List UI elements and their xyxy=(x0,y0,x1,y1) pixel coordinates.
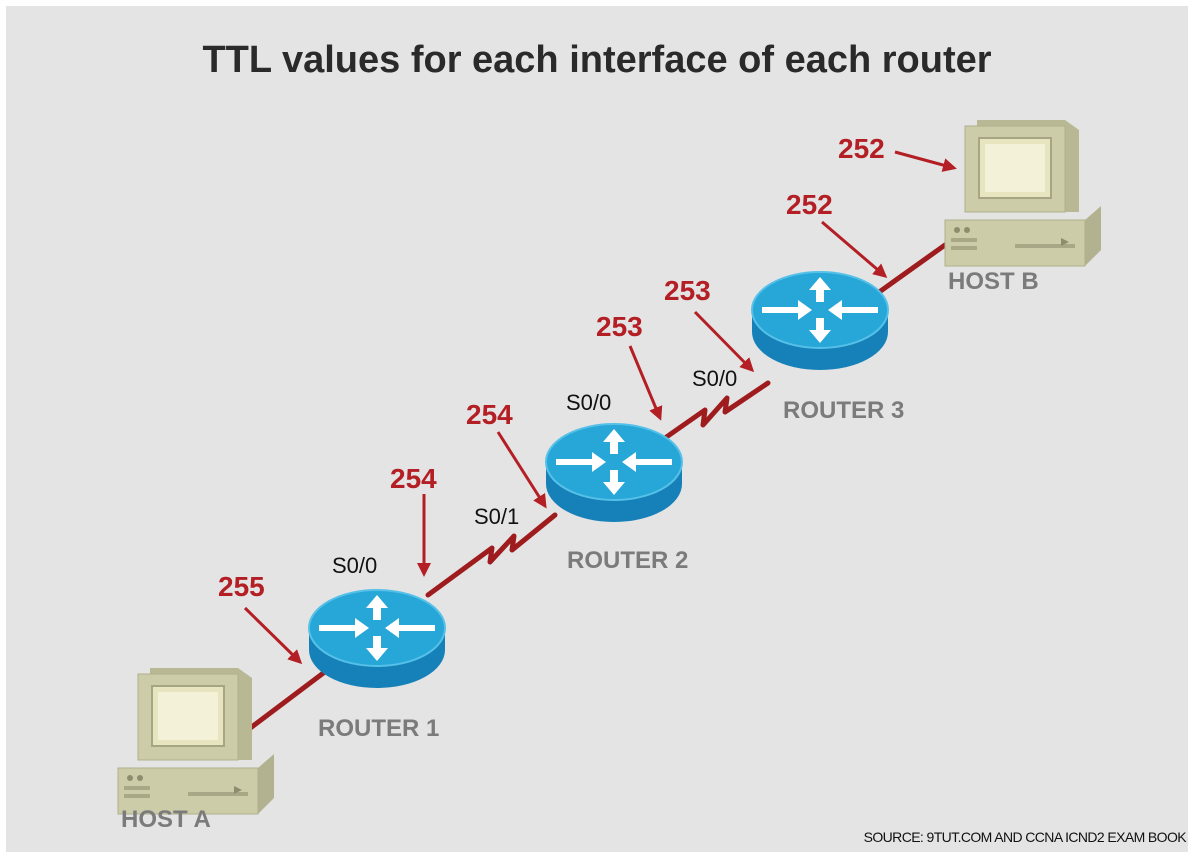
host-b-computer-icon xyxy=(944,119,1102,267)
ttl-router3-in: 253 xyxy=(664,275,711,306)
router-2-s0-0-label: S0/0 xyxy=(566,390,611,415)
ttl-router1-in: 255 xyxy=(218,571,265,602)
ttl-arrow-router3-out xyxy=(821,220,888,278)
ttl-arrow-router2-in xyxy=(496,431,547,509)
host-b-label: HOST B xyxy=(948,268,1039,295)
host-a-computer-icon xyxy=(117,667,275,815)
serial-link-router2-router3 xyxy=(652,380,771,448)
router-3-s0-0-label: S0/0 xyxy=(692,366,737,391)
router-2-s0-1-label: S0/1 xyxy=(474,504,519,529)
host-a-label: HOST A xyxy=(121,806,211,833)
link-hosta-router1 xyxy=(242,665,333,735)
network-links xyxy=(242,242,948,735)
router-1-icon xyxy=(308,589,446,689)
router-1-s0-0-label: S0/0 xyxy=(332,553,377,578)
router-3-label: ROUTER 3 xyxy=(783,397,904,424)
ttl-arrows xyxy=(243,150,957,665)
ttl-router2-in: 254 xyxy=(466,399,513,430)
ttl-arrow-router3-in xyxy=(693,310,755,373)
router-2-icon xyxy=(545,423,683,523)
source-note: SOURCE: 9TUT.COM AND CCNA ICND2 EXAM BOO… xyxy=(864,829,1188,845)
router-1-label: ROUTER 1 xyxy=(318,715,439,742)
serial-link-router1-router2 xyxy=(425,512,558,598)
link-router3-hostb xyxy=(865,242,948,303)
ttl-arrow-router2-out xyxy=(628,345,663,421)
ttl-router3-out: 252 xyxy=(786,189,833,220)
ttl-arrow-host-b xyxy=(894,150,957,172)
router-2-label: ROUTER 2 xyxy=(567,547,688,574)
ttl-arrow-router1-in xyxy=(243,606,303,665)
diagram-title: TTL values for each interface of each ro… xyxy=(202,39,991,81)
ttl-host-b: 252 xyxy=(838,133,885,164)
ttl-router2-out: 253 xyxy=(596,311,643,342)
ttl-router1-out: 254 xyxy=(390,463,437,494)
router-3-icon xyxy=(751,271,889,371)
